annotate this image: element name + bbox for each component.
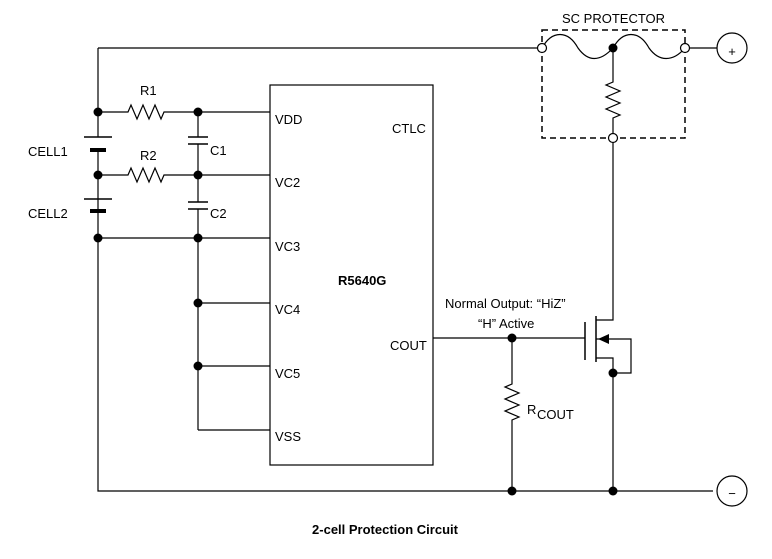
c1-label: C1 bbox=[210, 143, 227, 158]
positive-terminal bbox=[716, 32, 748, 64]
pin-cout-label: COUT bbox=[390, 338, 427, 353]
diagram-caption: 2-cell Protection Circuit bbox=[312, 522, 459, 537]
mosfet-drain-wire bbox=[596, 140, 614, 321]
sc-terminal-left bbox=[536, 42, 548, 54]
rcout-label: R bbox=[527, 402, 536, 417]
junction-dot bbox=[93, 233, 103, 243]
ic-body bbox=[269, 84, 434, 466]
negative-terminal bbox=[716, 475, 748, 507]
pin-vc5-label: VC5 bbox=[275, 366, 300, 381]
rcout-subscript: COUT bbox=[537, 407, 574, 422]
pin-vdd-label: VDD bbox=[275, 112, 302, 127]
pin-vc4-label: VC4 bbox=[275, 302, 300, 317]
r2-label: R2 bbox=[140, 148, 157, 163]
cell2-label: CELL2 bbox=[28, 206, 68, 221]
junction-dot bbox=[193, 233, 203, 243]
sc-terminal-right bbox=[679, 42, 691, 54]
mosfet-arrow bbox=[598, 334, 609, 344]
cell2-plate-short bbox=[90, 209, 106, 213]
junction-dot bbox=[608, 486, 618, 496]
positive-terminal-symbol: + bbox=[728, 44, 736, 59]
junction-dot bbox=[507, 486, 517, 496]
sc-fuse-right bbox=[612, 33, 686, 60]
pin-ctlc-label: CTLC bbox=[392, 121, 426, 136]
c2-label: C2 bbox=[210, 206, 227, 221]
sc-heater-resistor bbox=[604, 48, 622, 138]
r1-resistor bbox=[98, 103, 270, 121]
junction-dot bbox=[193, 298, 203, 308]
junction-dot bbox=[608, 43, 618, 53]
cell1-label: CELL1 bbox=[28, 144, 68, 159]
junction-dot bbox=[193, 170, 203, 180]
ic-name: R5640G bbox=[338, 273, 386, 288]
pin-vc3-label: VC3 bbox=[275, 239, 300, 254]
junction-dot bbox=[93, 107, 103, 117]
r2-resistor bbox=[98, 166, 270, 184]
active-annotation: “H” Active bbox=[478, 316, 534, 331]
rcout-resistor bbox=[503, 338, 521, 491]
normal-output-annotation: Normal Output: “HiZ” bbox=[445, 296, 566, 311]
negative-terminal-symbol: − bbox=[728, 486, 736, 501]
junction-dot bbox=[93, 170, 103, 180]
sc-protector-label: SC PROTECTOR bbox=[562, 11, 665, 26]
mosfet-source-wire bbox=[596, 357, 614, 491]
pin-vc2-label: VC2 bbox=[275, 175, 300, 190]
mosfet-body-wire bbox=[596, 338, 632, 374]
cell1-plate-short bbox=[90, 148, 106, 152]
sc-fuse-left bbox=[541, 33, 614, 60]
pin-vss-label: VSS bbox=[275, 429, 301, 444]
r1-label: R1 bbox=[140, 83, 157, 98]
sc-terminal-bottom bbox=[607, 132, 619, 144]
junction-dot bbox=[507, 333, 517, 343]
junction-dot bbox=[193, 107, 203, 117]
junction-dot bbox=[193, 361, 203, 371]
junction-dot bbox=[608, 368, 618, 378]
